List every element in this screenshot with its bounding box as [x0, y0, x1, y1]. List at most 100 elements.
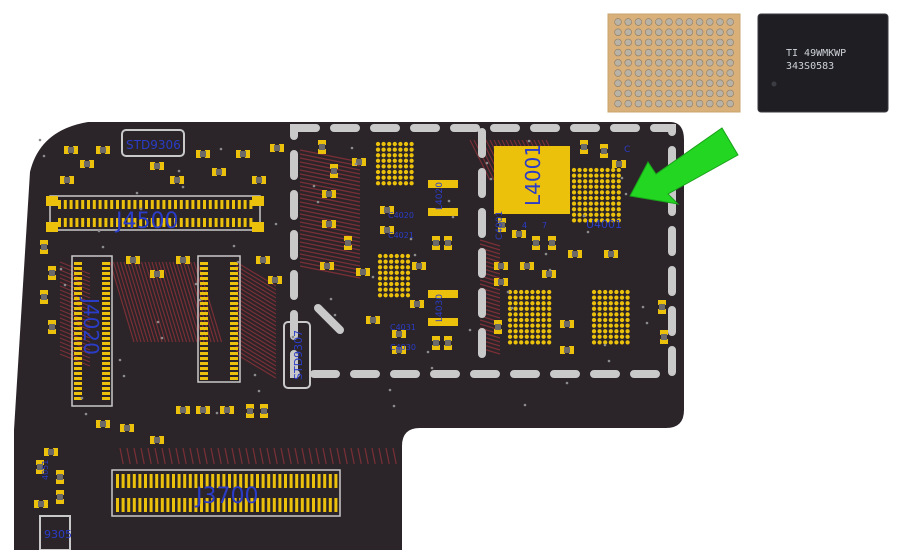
bga-ball	[535, 340, 541, 345]
trace-line	[189, 447, 194, 465]
pad	[145, 218, 148, 227]
bga-ball	[377, 253, 383, 259]
pad	[230, 337, 238, 340]
pad	[200, 362, 208, 365]
cap-body	[516, 231, 522, 237]
trace-line	[123, 261, 149, 343]
pad	[277, 276, 282, 284]
bga-ball	[381, 153, 386, 158]
pad	[74, 342, 82, 345]
pad	[200, 357, 208, 360]
trace-line	[299, 201, 361, 215]
bga-ball	[616, 184, 621, 189]
solder-ball	[695, 18, 704, 26]
trace-line	[315, 447, 320, 465]
cap-body	[608, 251, 614, 257]
bga-ball	[603, 289, 608, 295]
via	[489, 177, 493, 181]
pad	[156, 218, 160, 227]
bga-ball	[375, 169, 381, 175]
pad	[116, 474, 119, 488]
pad	[102, 302, 110, 305]
bga-ball	[583, 218, 588, 223]
via	[426, 350, 430, 354]
cap-body	[601, 148, 607, 154]
solder-ball	[614, 28, 622, 36]
bga-ball	[394, 276, 399, 281]
pad	[46, 196, 58, 206]
bga-ball	[381, 147, 386, 152]
bga-ball	[524, 289, 529, 295]
bga-ball	[614, 317, 619, 323]
std9306-outline	[121, 129, 185, 157]
bga-ball	[588, 195, 593, 201]
solder-ball	[614, 79, 622, 87]
pad	[36, 469, 44, 474]
pad	[160, 498, 164, 512]
pad	[44, 448, 49, 456]
trace-line	[147, 447, 152, 465]
pin1-dot-icon	[771, 81, 777, 87]
bga-ball	[513, 306, 518, 311]
cap-body	[581, 144, 587, 150]
trace-line	[59, 329, 91, 343]
pad	[222, 474, 226, 488]
trace-line	[299, 265, 361, 279]
cap-body	[124, 425, 130, 431]
pad	[102, 287, 110, 290]
bga-ball	[583, 207, 588, 212]
via	[236, 260, 240, 264]
pad	[200, 277, 208, 280]
bga-ball	[405, 270, 411, 275]
pad	[239, 498, 243, 512]
bga-ball	[571, 173, 577, 178]
bga-ball	[603, 301, 608, 306]
trace-line	[182, 447, 187, 465]
pad	[250, 474, 254, 488]
solder-ball	[685, 99, 694, 108]
cap-body	[572, 251, 578, 257]
trace-line	[371, 447, 376, 465]
solder-ball	[665, 69, 673, 77]
pad	[40, 249, 48, 254]
l4030-body	[428, 298, 458, 318]
bga-ball	[583, 195, 588, 201]
pad	[56, 490, 64, 495]
pad	[102, 297, 110, 300]
solder-ball	[716, 48, 724, 57]
cap-body	[224, 407, 230, 413]
via	[371, 275, 375, 279]
via	[135, 191, 139, 195]
cap-body	[416, 263, 422, 269]
cap-body	[57, 494, 63, 500]
bga-ball	[625, 295, 630, 300]
components-layer	[34, 138, 668, 550]
bga-ball	[611, 179, 616, 184]
pad	[74, 312, 82, 315]
solder-ball	[665, 38, 673, 47]
bga-ball	[619, 329, 625, 334]
pad	[102, 332, 110, 335]
bga-ball	[389, 276, 394, 281]
pad	[74, 352, 82, 355]
pad	[237, 200, 241, 209]
pad	[560, 346, 565, 354]
trace-line	[203, 447, 208, 465]
solder-ball	[634, 69, 643, 77]
via	[565, 381, 569, 385]
trace-line	[235, 317, 277, 343]
bga-ball	[594, 195, 599, 201]
pad	[200, 267, 208, 270]
bga-ball	[614, 306, 619, 311]
solder-ball	[726, 28, 734, 36]
pad	[334, 498, 338, 512]
label-side-4: 4	[522, 221, 527, 230]
bga-ball	[616, 167, 621, 173]
bga-ball	[547, 323, 552, 328]
bga-ball	[530, 334, 535, 339]
bga-ball	[541, 334, 546, 339]
via	[447, 199, 451, 203]
pad	[149, 498, 153, 512]
pad	[214, 200, 218, 209]
bga-ball	[392, 158, 397, 163]
